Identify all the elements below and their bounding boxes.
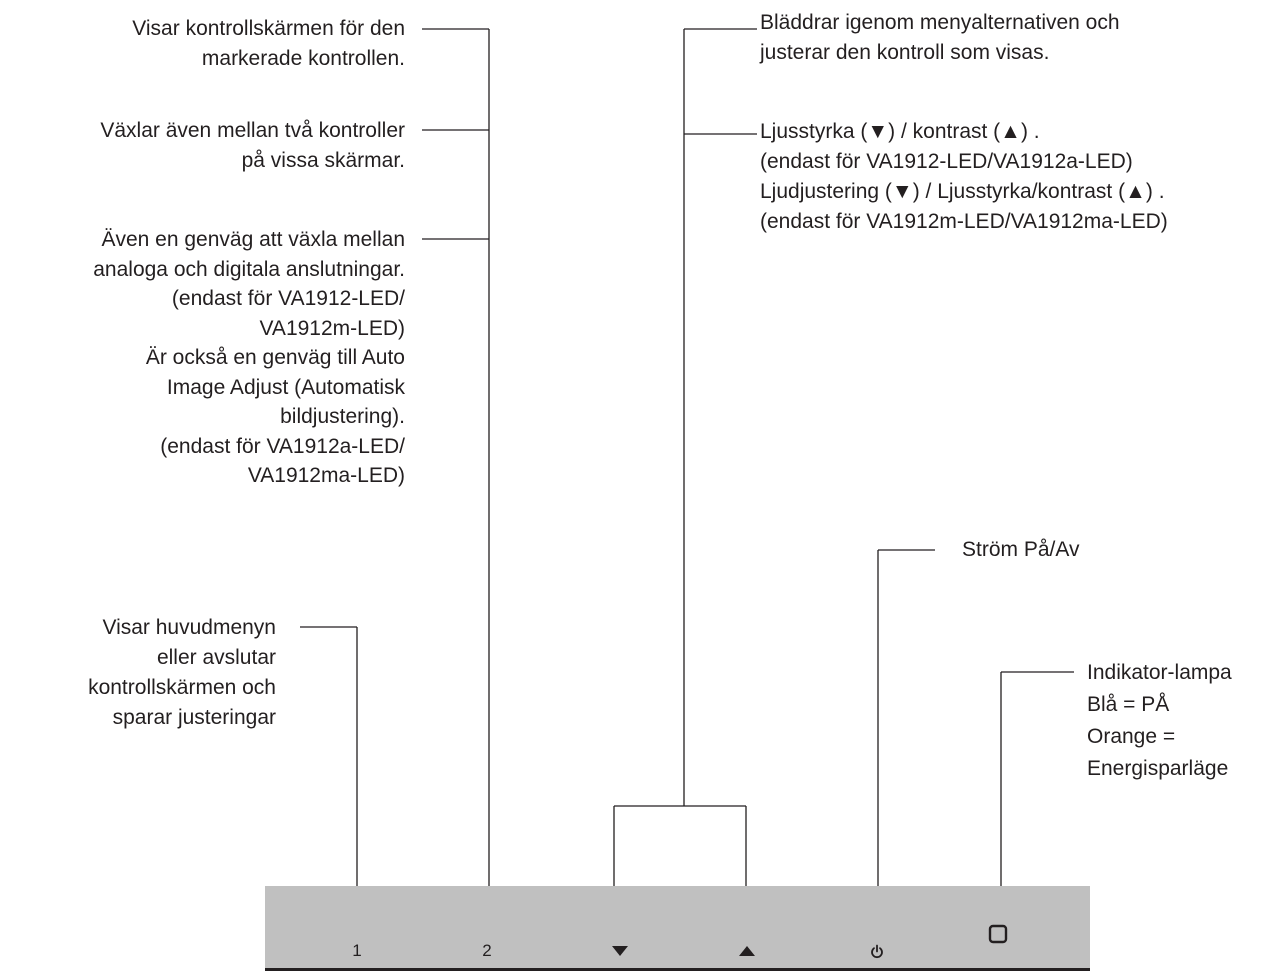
button-1-label: 1 bbox=[352, 941, 362, 960]
callout-power: Ström På/Av bbox=[962, 538, 1080, 561]
power-button[interactable] bbox=[857, 938, 897, 964]
callout-shortcut: Även en genväg att växla mellan analoga … bbox=[93, 228, 405, 487]
indicator-light bbox=[978, 921, 1018, 947]
callout-toggle: Växlar även mellan två kontroller på vis… bbox=[100, 119, 405, 172]
up-arrow-icon bbox=[739, 946, 755, 956]
power-icon bbox=[871, 944, 883, 958]
callout-scroll: Bläddrar igenom menyalternativen och jus… bbox=[760, 11, 1120, 64]
up-button[interactable] bbox=[727, 938, 767, 964]
control-panel bbox=[265, 886, 1090, 971]
down-button[interactable] bbox=[600, 938, 640, 964]
callout-select: Visar kontrollskärmen för den markerade … bbox=[132, 17, 405, 70]
button-1[interactable]: 1 bbox=[337, 938, 377, 964]
down-arrow-icon bbox=[612, 946, 628, 956]
button-2[interactable]: 2 bbox=[467, 938, 507, 964]
button-2-label: 2 bbox=[482, 941, 492, 960]
callout-menu: Visar huvudmenyn eller avslutar kontroll… bbox=[88, 616, 276, 729]
indicator-square-icon bbox=[988, 924, 1008, 944]
callout-brightness: Ljusstyrka (▼) / kontrast (▲) . (endast … bbox=[760, 120, 1168, 233]
callout-indicator: Indikator-lampa Blå = PÅ Orange = Energi… bbox=[1087, 661, 1232, 780]
